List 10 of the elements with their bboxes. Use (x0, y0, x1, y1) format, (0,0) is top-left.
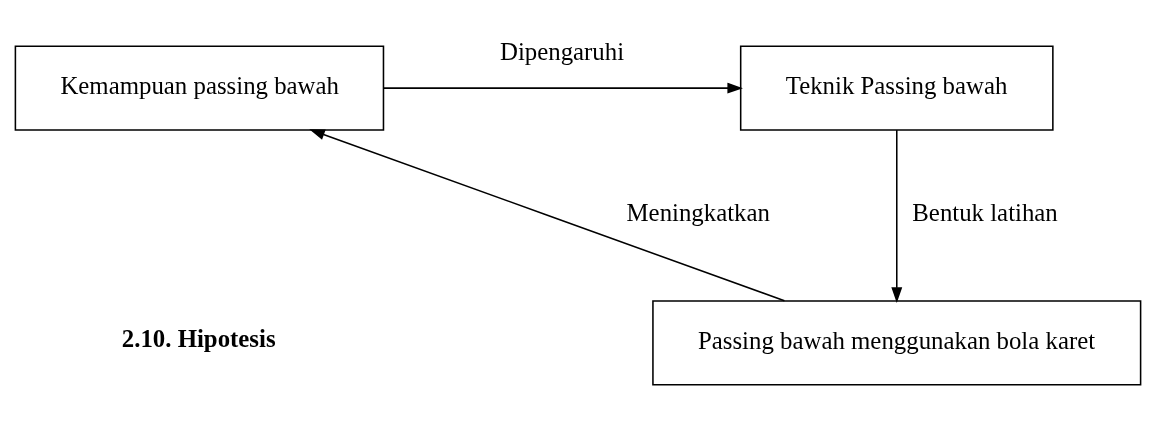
edge-label: Meningkatkan (626, 198, 770, 226)
arrow (891, 128, 903, 303)
node-box: Teknik Passing bawah (739, 44, 1054, 131)
arrow (382, 82, 743, 94)
edge-label: Dipengaruhi (499, 37, 625, 65)
edge-label: Bentuk latihan (912, 198, 1058, 226)
arrow (309, 128, 786, 302)
node-box: Kemampuan passing bawah (14, 44, 385, 131)
node-box: Passing bawah menggunakan bola karet (652, 299, 1142, 386)
label: 2.10. Hipotesis (121, 324, 276, 352)
